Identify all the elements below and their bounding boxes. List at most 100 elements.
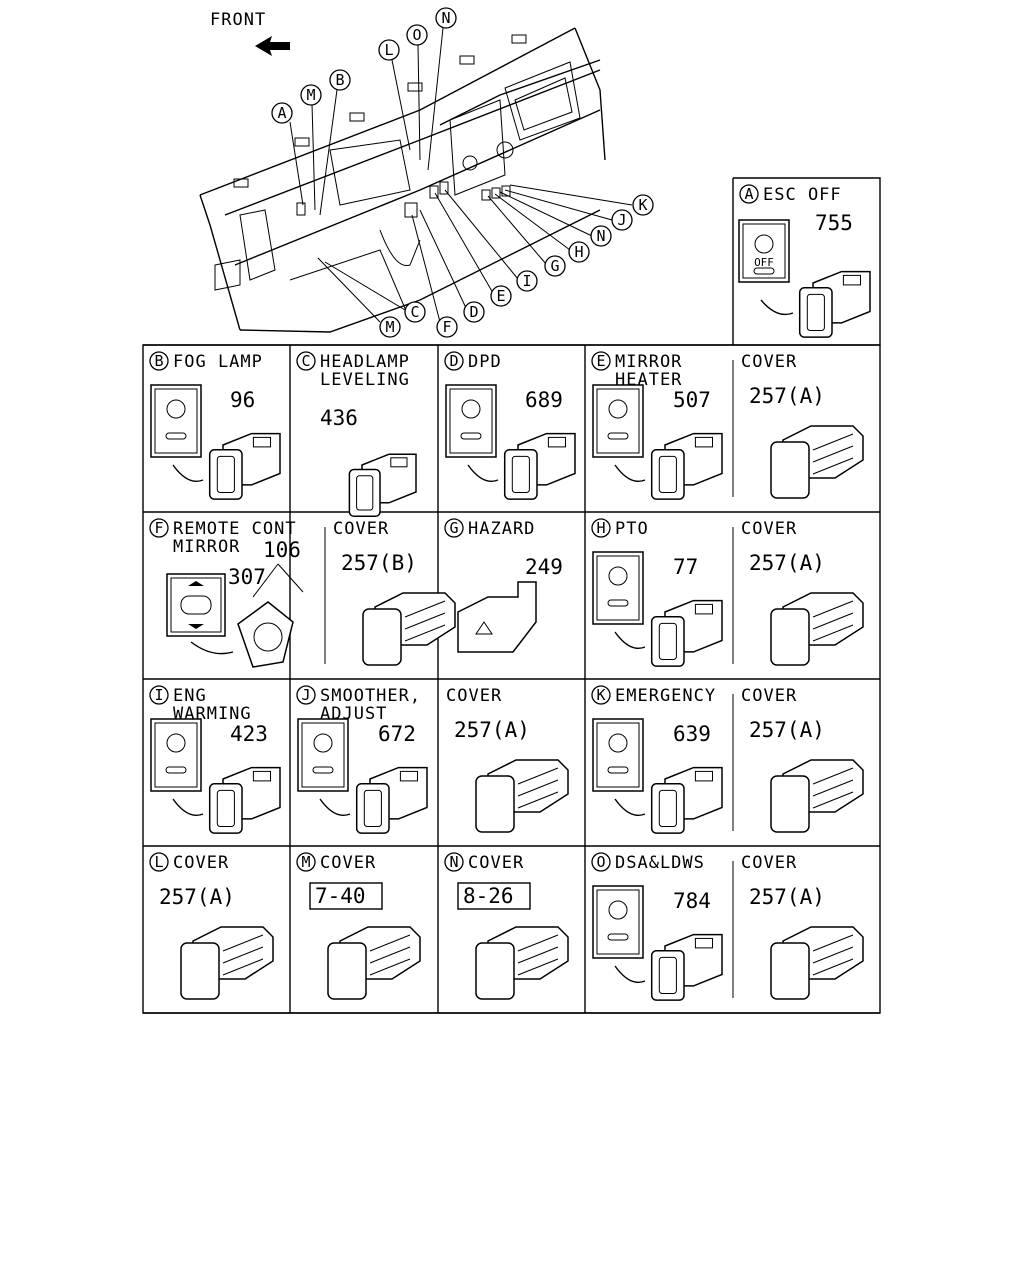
- cell-title: LEVELING: [320, 370, 410, 390]
- dash-callout-i: I: [516, 270, 538, 292]
- cell-key-j: J: [296, 685, 316, 705]
- svg-text:N: N: [449, 853, 458, 871]
- part-number: 257(A): [454, 718, 530, 742]
- svg-text:J: J: [617, 211, 626, 229]
- cell-title: COVER: [320, 853, 376, 873]
- svg-text:J: J: [301, 686, 310, 704]
- cell-title: COVER: [741, 352, 797, 372]
- part-number-2: 307: [228, 565, 266, 589]
- cell-k-14: K EMERGENCY 639: [591, 685, 723, 834]
- dash-callout-o: O: [406, 24, 428, 46]
- front-label: FRONT: [210, 10, 266, 30]
- part-number: 639: [673, 722, 711, 746]
- svg-text:K: K: [638, 196, 647, 214]
- switch-icon-k: [592, 718, 644, 792]
- part-number: 249: [525, 555, 563, 579]
- svg-text:K: K: [596, 686, 605, 704]
- cell-title: MIRROR: [173, 537, 240, 557]
- cell-key-b: B: [149, 351, 169, 371]
- part-number: 436: [320, 406, 358, 430]
- cell-title: COVER: [333, 519, 389, 539]
- dashboard-overview: FRONT: [199, 7, 654, 338]
- svg-text:M: M: [306, 86, 315, 104]
- switch-icon-a: [738, 219, 790, 283]
- cell-cover-5: COVER 257(A): [741, 352, 864, 499]
- cell-title: FOG LAMP: [173, 352, 263, 372]
- svg-text:A: A: [744, 185, 753, 203]
- cell-title: COVER: [741, 519, 797, 539]
- dash-callout-m: M: [300, 84, 322, 106]
- cell-key-n: N: [444, 852, 464, 872]
- dash-callout-n: N: [435, 7, 457, 29]
- svg-text:D: D: [469, 303, 478, 321]
- dash-callout-l: L: [378, 39, 400, 61]
- cell-title: DPD: [468, 352, 502, 372]
- svg-text:H: H: [574, 243, 583, 261]
- cell-title: COVER: [468, 853, 524, 873]
- part-number: 257(B): [341, 551, 417, 575]
- cell-title: COVER: [446, 686, 502, 706]
- switch-icon-b: [150, 384, 202, 458]
- cell-title: REMOTE CONT: [173, 519, 297, 539]
- svg-text:N: N: [596, 227, 605, 245]
- svg-text:E: E: [596, 352, 605, 370]
- cell-key-l: L: [149, 852, 169, 872]
- svg-text:I: I: [154, 686, 163, 704]
- part-number: 7-40: [315, 884, 366, 908]
- cell-title: ESC OFF: [763, 185, 842, 205]
- part-number: 672: [378, 722, 416, 746]
- dash-callout-k: K: [632, 194, 654, 216]
- part-number: 257(A): [749, 718, 825, 742]
- svg-text:F: F: [154, 519, 163, 537]
- cell-key-o: O: [591, 852, 611, 872]
- cell-key-m: M: [296, 852, 316, 872]
- cell-title: HAZARD: [468, 519, 535, 539]
- part-number: 257(A): [749, 384, 825, 408]
- dash-callout-b: B: [329, 69, 351, 91]
- svg-text:M: M: [301, 853, 310, 871]
- switch-icon-o: [592, 885, 644, 959]
- part-number: 257(A): [749, 551, 825, 575]
- svg-text:N: N: [441, 9, 450, 27]
- part-number: 507: [673, 388, 711, 412]
- cell-key-f: F: [149, 518, 169, 538]
- svg-text:M: M: [385, 318, 394, 336]
- dash-callout-e: E: [490, 285, 512, 307]
- switch-icon-d: [445, 384, 497, 458]
- cell-title: EMERGENCY: [615, 686, 716, 706]
- cell-title: HEADLAMP: [320, 352, 410, 372]
- hazard-triangle-icon: [475, 621, 493, 635]
- svg-text:C: C: [301, 352, 310, 370]
- cell-key-h: H: [591, 518, 611, 538]
- cell-key-c: C: [296, 351, 316, 371]
- cell-key-e: E: [591, 351, 611, 371]
- cell-title: COVER: [741, 853, 797, 873]
- svg-text:G: G: [449, 519, 458, 537]
- svg-text:F: F: [442, 318, 451, 336]
- icon-label: OFF: [754, 256, 774, 269]
- cell-key-a: A: [739, 184, 759, 204]
- dash-callout-h: H: [568, 241, 590, 263]
- switch-icon-e: [592, 384, 644, 458]
- cell-title: MIRROR: [615, 352, 682, 372]
- switch-icon-h: [592, 551, 644, 625]
- part-number: 755: [815, 211, 853, 235]
- svg-text:L: L: [154, 853, 163, 871]
- cell-title: SMOOTHER,: [320, 686, 421, 706]
- switch-icon-i: [150, 718, 202, 792]
- dash-callout-f: F: [436, 316, 458, 338]
- cell-key-d: D: [444, 351, 464, 371]
